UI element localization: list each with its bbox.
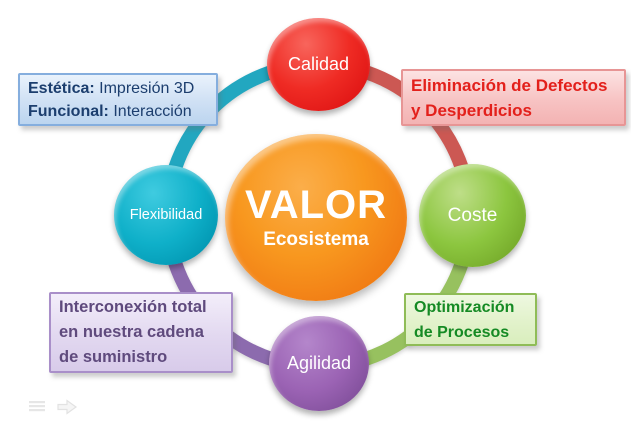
callout-interconexion-cadena: Interconexión total en nuestra cadena de… bbox=[49, 292, 233, 373]
center-title: VALOR bbox=[244, 182, 388, 227]
callout-line: Funcional: Interacción bbox=[28, 100, 208, 123]
node-label: Flexibilidad bbox=[129, 207, 203, 223]
center-node-valor: VALOR Ecosistema bbox=[225, 134, 407, 301]
callout-line: y Desperdicios bbox=[411, 100, 532, 120]
node-calidad: Calidad bbox=[267, 18, 370, 111]
list-icon bbox=[29, 401, 45, 412]
callout-line: de suministro bbox=[59, 348, 168, 366]
callout-line: Eliminación de Defectos bbox=[411, 75, 608, 95]
callout-label-bold: Estética: bbox=[28, 79, 95, 97]
node-agilidad: Agilidad bbox=[269, 316, 369, 411]
watermark-icons bbox=[28, 398, 78, 416]
node-label: Agilidad bbox=[286, 353, 352, 373]
callout-line: Optimización bbox=[414, 298, 515, 316]
callout-label-bold: Funcional: bbox=[28, 102, 109, 120]
callout-line: Interconexión total bbox=[59, 298, 207, 316]
node-coste: Coste bbox=[419, 164, 526, 267]
node-label: Calidad bbox=[287, 54, 350, 74]
callout-label-text: Interacción bbox=[113, 102, 192, 120]
callout-eliminacion-defectos: Eliminación de Defectos y Desperdicios bbox=[401, 69, 626, 126]
callout-line: en nuestra cadena bbox=[59, 323, 204, 341]
callout-label-text: Impresión 3D bbox=[99, 79, 195, 97]
callout-optimizacion-procesos: Optimización de Procesos bbox=[404, 293, 537, 346]
node-label: Coste bbox=[447, 204, 498, 226]
callout-estetica-funcional: Estética: Impresión 3D Funcional: Intera… bbox=[18, 73, 218, 126]
callout-line: de Procesos bbox=[414, 323, 510, 341]
node-flexibilidad: Flexibilidad bbox=[114, 165, 218, 265]
callout-line: Estética: Impresión 3D bbox=[28, 77, 208, 100]
center-subtitle: Ecosistema bbox=[263, 228, 369, 250]
arrow-right-icon bbox=[57, 399, 78, 415]
